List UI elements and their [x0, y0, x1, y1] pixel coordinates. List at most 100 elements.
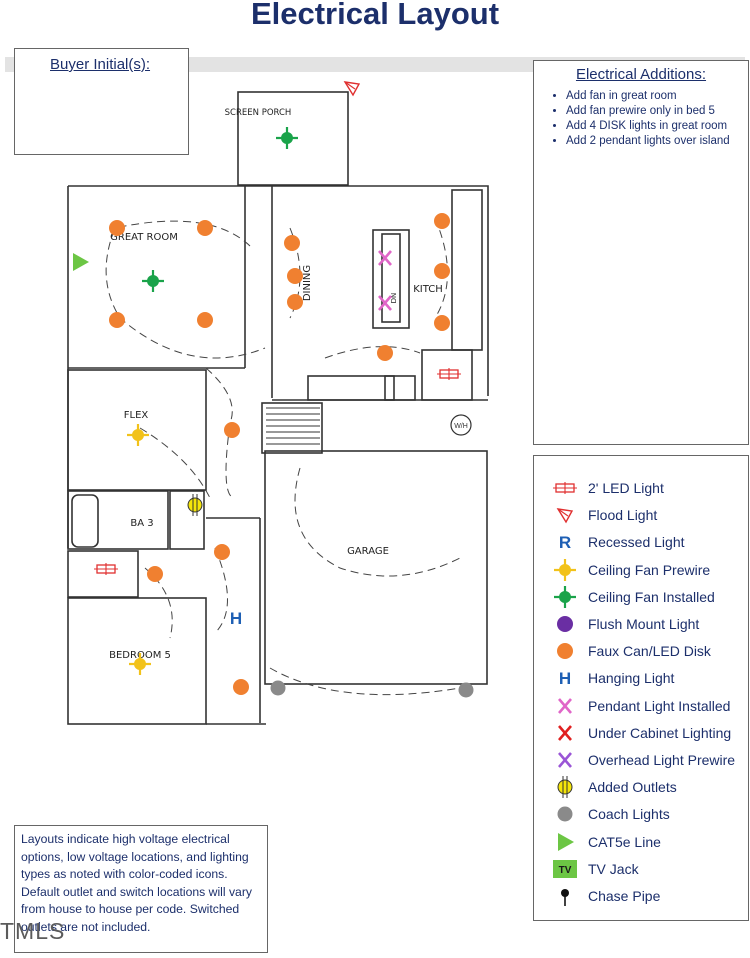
- legend-item: 2' LED Light: [534, 477, 748, 499]
- ceiling-fan-installed-icon: [554, 585, 576, 608]
- electrical-additions-title: Electrical Additions:: [575, 66, 707, 83]
- svg-text:H: H: [230, 609, 242, 628]
- electrical-additions-box: Electrical Additions: Add fan in great r…: [533, 60, 749, 445]
- legend-item: H Hanging Light: [534, 667, 748, 689]
- led-disk-icon: [197, 220, 213, 236]
- buyer-initials-label: Buyer Initial(s):: [50, 56, 151, 73]
- water-heater: [450, 414, 472, 436]
- legend-label: Pendant Light Installed: [588, 697, 731, 714]
- added-outlet-icon: [187, 494, 203, 516]
- room-label-screen-porch: SCREEN PORCH: [225, 108, 292, 118]
- addition-item: Add fan prewire only in bed 5: [566, 104, 742, 119]
- legend-item: Ceiling Fan Prewire: [534, 558, 748, 581]
- coach-light-icon: [557, 806, 573, 822]
- legend-label: Overhead Light Prewire: [588, 752, 736, 768]
- room-label-bath3: BA 3: [130, 518, 153, 529]
- legend-label: CAT5e Line: [588, 833, 661, 850]
- legend-item: Added Outlets: [534, 776, 748, 799]
- legend-item: Flush Mount Light: [534, 613, 748, 635]
- legend-item: Under Cabinet Lighting: [534, 722, 748, 744]
- electrical-additions-list: Add fan in great room Add fan prewire on…: [534, 89, 748, 149]
- legend-label: Flush Mount Light: [588, 616, 700, 632]
- buyer-initials-box[interactable]: Buyer Initial(s):: [14, 48, 189, 155]
- led-disk-icon: [147, 566, 163, 582]
- ceiling-fan-prewire-icon: [127, 424, 149, 446]
- led-disk-icon: [434, 263, 450, 279]
- legend-label: Ceiling Fan Prewire: [588, 561, 711, 578]
- legend-item: TV TV Jack: [534, 858, 748, 880]
- legend-label: Coach Lights: [588, 806, 670, 823]
- led-disk-icon: [287, 268, 303, 284]
- svg-text:TV: TV: [559, 865, 572, 876]
- led-2ft-icon: [94, 563, 118, 575]
- legend-label: 2' LED Light: [588, 480, 664, 496]
- legend-label: Hanging Light: [588, 670, 675, 687]
- led-disk-icon: [557, 643, 573, 660]
- svg-text:R: R: [559, 533, 571, 552]
- walls: [67, 91, 489, 725]
- ceiling-fan-installed-icon: [276, 127, 298, 149]
- legend-label: Flood Light: [588, 507, 658, 524]
- legend-item: CAT5e Line: [534, 831, 748, 853]
- legend-item: R Recessed Light: [534, 531, 748, 553]
- led-disk-icon: [214, 544, 230, 560]
- under-cabinet-icon: [558, 724, 572, 741]
- flush-mount-icon: [557, 616, 573, 632]
- room-label-garage: GARAGE: [347, 546, 389, 557]
- cat5e-icon: [558, 832, 574, 851]
- tv-jack-icon: TV: [553, 859, 577, 878]
- legend-label: TV Jack: [588, 860, 639, 877]
- led-disk-icon: [233, 679, 249, 695]
- legend-item: Ceiling Fan Installed: [534, 585, 748, 608]
- room-label-kitchen: KITCH: [413, 284, 443, 295]
- cat5e-icon: [73, 253, 89, 271]
- led-disk-icon: [224, 422, 240, 438]
- led-disk-icon: [287, 294, 303, 310]
- pendant-installed-icon: [558, 697, 572, 714]
- legend-item: Pendant Light Installed: [534, 695, 748, 717]
- hanging-light-icon: H: [559, 669, 571, 688]
- floor-plan: W/H SCREEN PORCH GREAT ROOM DINING KITCH…: [67, 81, 489, 725]
- ceiling-fan-installed-icon: [142, 270, 164, 292]
- coach-light-icon: [458, 682, 474, 698]
- disclaimer-text: Layouts indicate high voltage electrical…: [21, 832, 252, 934]
- pendant-installed-icon: [378, 250, 392, 266]
- disclaimer-note: Layouts indicate high voltage electrical…: [14, 825, 268, 953]
- water-heater-label: W/H: [454, 423, 468, 430]
- watermark: TMLS: [0, 918, 66, 944]
- led-disk-icon: [109, 312, 125, 328]
- legend-label: Recessed Light: [588, 534, 685, 551]
- addition-item: Add 2 pendant lights over island: [566, 134, 742, 149]
- addition-item: Add fan in great room: [566, 89, 742, 104]
- legend-label: Chase Pipe: [588, 888, 661, 904]
- room-label-flex: FLEX: [124, 410, 149, 421]
- legend-item: Chase Pipe: [534, 885, 748, 907]
- coach-light-icon: [270, 680, 286, 696]
- led-disk-icon: [197, 312, 213, 328]
- flood-light-icon: [556, 508, 574, 524]
- room-label-dining: DINING: [302, 265, 313, 301]
- svg-text:H: H: [559, 669, 571, 688]
- legend-item: Faux Can/LED Disk: [534, 640, 748, 662]
- room-label-dn: DN: [390, 293, 398, 304]
- led-2ft-icon: [553, 482, 577, 494]
- chase-pipe-icon: [561, 889, 569, 906]
- legend-label: Faux Can/LED Disk: [588, 643, 711, 660]
- led-2ft-icon: [437, 368, 461, 380]
- ceiling-fan-prewire-icon: [129, 653, 151, 675]
- led-disk-icon: [377, 345, 393, 361]
- overhead-prewire-icon: [558, 752, 572, 768]
- legend-label: Added Outlets: [588, 779, 677, 796]
- hanging-light-icon: H: [230, 609, 242, 628]
- legend-item: Coach Lights: [534, 803, 748, 825]
- led-disk-icon: [284, 235, 300, 251]
- legend-item: Flood Light: [534, 504, 748, 526]
- led-disk-icon: [109, 220, 125, 236]
- addition-item: Add 4 DISK lights in great room: [566, 119, 742, 134]
- legend-label: Ceiling Fan Installed: [588, 588, 715, 605]
- flood-light-icon: [343, 81, 361, 97]
- page-title: Electrical Layout: [250, 0, 500, 31]
- recessed-light-icon: R: [559, 533, 571, 552]
- room-label-great-room: GREAT ROOM: [110, 232, 178, 243]
